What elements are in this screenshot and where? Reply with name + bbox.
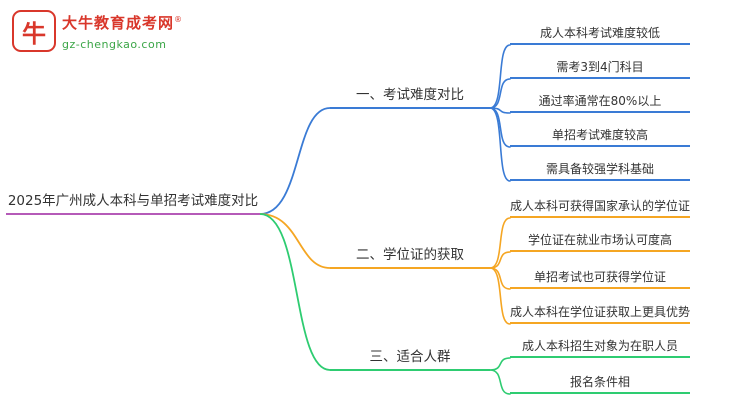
connector-branch3-child2	[489, 369, 511, 395]
child-node: 学位证在就业市场认可度高	[510, 233, 690, 252]
bull-logo-icon: 牛	[12, 10, 56, 52]
child-node: 成人本科在学位证获取上更具优势	[510, 305, 690, 324]
connector-branch1-child5	[489, 107, 511, 182]
child-node: 单招考试难度较高	[510, 128, 690, 147]
logo-title-text: 大牛教育成考网	[62, 14, 175, 32]
child-node: 报名条件相	[510, 375, 690, 394]
connector-branch2-child1	[489, 217, 511, 269]
connector-branch2-child4	[489, 267, 511, 325]
child-node: 通过率通常在80%以上	[510, 94, 690, 113]
branch-node-exam-difficulty: 一、考试难度对比	[330, 87, 490, 109]
logo-subtitle: gz-chengkao.com	[62, 38, 167, 51]
registered-mark: ®	[174, 15, 184, 24]
connector-branch2-child2	[489, 251, 511, 269]
connector-branch1-child1	[489, 44, 511, 109]
connector-root-branch3	[259, 213, 331, 371]
connector-root-branch1	[259, 107, 331, 215]
branch-node-suitable-people: 三、适合人群	[330, 349, 490, 371]
child-node: 需具备较强学科基础	[510, 162, 690, 181]
site-logo[interactable]: 牛 大牛教育成考网® gz-chengkao.com	[12, 10, 183, 52]
branch-node-degree-certificate: 二、学位证的获取	[330, 247, 490, 269]
child-node: 单招考试也可获得学位证	[510, 270, 690, 289]
child-node: 成人本科招生对象为在职人员	[510, 339, 690, 358]
root-node: 2025年广州成人本科与单招考试难度对比	[6, 193, 260, 215]
connector-branch3-child1	[489, 357, 511, 371]
bull-glyph: 牛	[22, 19, 46, 48]
connector-root-branch2	[259, 213, 331, 269]
logo-text-block: 大牛教育成考网® gz-chengkao.com	[62, 10, 183, 52]
child-node: 需考3到4门科目	[510, 60, 690, 79]
connector-branch1-child2	[489, 78, 511, 109]
child-node: 成人本科考试难度较低	[510, 26, 690, 45]
child-node: 成人本科可获得国家承认的学位证	[510, 199, 690, 218]
logo-title: 大牛教育成考网®	[62, 10, 183, 33]
